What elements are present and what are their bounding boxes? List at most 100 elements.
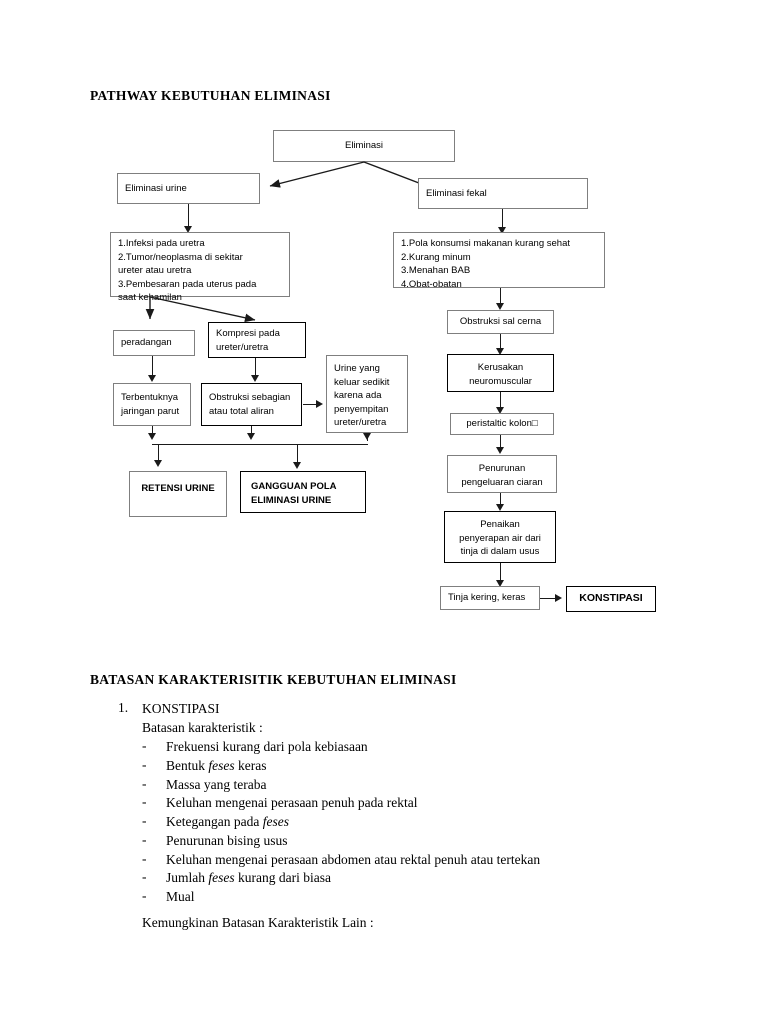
connector-tinja-to-konstipasi: [540, 598, 557, 599]
penyebab-fekal-line-2: 2.Kurang minum: [401, 251, 471, 263]
bullet-dash: -: [142, 813, 147, 828]
arrow-down-icon: [496, 447, 504, 454]
terbentuknya-line-1: Terbentuknya: [121, 392, 179, 403]
node-peradangan-label: peradangan: [121, 337, 172, 349]
bullet-item: Mual: [166, 889, 195, 904]
bullet-item: Penurunan bising usus: [166, 833, 288, 848]
arrow-down-icon: [363, 433, 371, 440]
connector-kerusakan-to-peristaltic: [500, 392, 501, 409]
kerusakan-neuro-line-2: neuromuscular: [469, 375, 532, 387]
bullet-item: Massa yang teraba: [166, 777, 267, 792]
connector-urine-to-causes: [188, 204, 189, 228]
connector-parut-down: [152, 426, 153, 438]
node-retensi-urine: RETENSI URINE: [129, 471, 227, 517]
connector-penurunan-to-penaikan: [500, 493, 501, 506]
penurunan-pengeluaran-line-1: Penurunan: [478, 463, 526, 474]
arrow-down-icon: [184, 226, 192, 233]
node-peristaltic-kolon: peristaltic kolon□: [450, 413, 554, 435]
arrow-down-icon: [496, 303, 504, 310]
gangguan-pola-line-2: ELIMINASI URINE: [251, 494, 332, 506]
terbentuknya-line-2: jaringan parut: [121, 405, 180, 417]
obstruksi-sal-cerna-label: Obstruksi sal cerna: [459, 316, 542, 328]
arrow-down-icon: [148, 375, 156, 382]
connector-peradangan-to-parut: [152, 356, 153, 378]
node-kerusakan-neuromuscular: Kerusakan neuromuscular: [447, 354, 554, 392]
arrow-right-icon: [316, 400, 323, 408]
connector-penyebab-fekal-down: [500, 288, 501, 306]
arrow-down-icon: [496, 348, 504, 355]
node-gangguan-pola-eliminasi: GANGGUAN POLA ELIMINASI URINE: [240, 471, 366, 513]
node-penyebab-urine: 1.Infeksi pada uretra 2.Tumor/neoplasma …: [110, 232, 290, 303]
node-penurunan-pengeluaran-ciaran: Penurunan pengeluaran ciaran: [447, 455, 557, 493]
retensi-urine-label: RETENSI URINE: [141, 483, 215, 494]
list-number: 1.: [118, 700, 129, 715]
konstipasi-label: KONSTIPASI: [579, 592, 643, 605]
penyebab-fekal-line-4: 4.Obat-obatan: [401, 278, 462, 290]
node-obstruksi-sebagian: Obstruksi sebagian atau total aliran: [201, 383, 302, 426]
node-eliminasi-fekal: Eliminasi fekal: [418, 178, 588, 209]
bullet-dash: -: [142, 888, 147, 903]
bullet-item: Jumlah feses kurang dari biasa: [166, 870, 331, 885]
penaikan-penyerapan-line-1: Penaikan: [480, 519, 520, 530]
node-peradangan: peradangan: [113, 330, 195, 356]
connector-causes-split: [145, 296, 256, 323]
arrow-down-icon: [247, 433, 255, 440]
list-sub-label: Batasan karakteristik :: [142, 720, 263, 735]
bullet-dash: -: [142, 832, 147, 847]
arrow-down-icon: [148, 433, 156, 440]
penaikan-penyerapan-line-2: penyerapan air dari: [459, 532, 541, 544]
connector-bus-to-retensi: [158, 444, 159, 464]
connector-obstruksi-to-urine-sedikit: [303, 404, 318, 405]
bullet-dash: -: [142, 851, 147, 866]
bullet-dash: -: [142, 776, 147, 791]
bullet-item: Ketegangan pada feses: [166, 814, 289, 829]
connector-kompresi-to-obstruksi: [255, 358, 256, 378]
urine-sedikit-line-4: penyempitan: [334, 403, 389, 415]
tinja-kering-label: Tinja kering, keras: [448, 592, 526, 604]
connector-obstruksi-to-kerusakan: [500, 334, 501, 350]
penaikan-penyerapan-line-3: tinja di dalam usus: [460, 546, 540, 557]
bullet-item: Keluhan mengenai perasaan penuh pada rek…: [166, 795, 418, 810]
urine-sedikit-line-3: karena ada: [334, 390, 382, 401]
arrow-down-icon: [498, 227, 506, 234]
urine-sedikit-line-5: ureter/uretra: [334, 417, 387, 428]
arrow-down-icon: [496, 407, 504, 414]
node-terbentuknya-jaringan-parut: Terbentuknya jaringan parut: [113, 383, 191, 426]
peristaltic-kolon-label: peristaltic kolon□: [466, 418, 538, 430]
bullet-dash: -: [142, 794, 147, 809]
bullet-dash: -: [142, 869, 147, 884]
arrow-down-icon: [154, 460, 162, 467]
connector-obstruksi-down: [251, 426, 252, 438]
kompresi-line-2: ureter/uretra: [216, 341, 269, 353]
arrow-down-icon: [251, 375, 259, 382]
penyebab-urine-line-3: ureter atau uretra: [118, 265, 192, 276]
arrow-down-icon: [496, 504, 504, 511]
gangguan-pola-line-1: GANGGUAN POLA: [251, 481, 337, 492]
kerusakan-neuro-line-1: Kerusakan: [477, 362, 524, 373]
penyebab-fekal-line-3: 3.Menahan BAB: [401, 265, 471, 276]
obstruksi-sebagian-line-2: atau total aliran: [209, 405, 274, 417]
closing-line: Kemungkinan Batasan Karakteristik Lain :: [142, 915, 374, 930]
penyebab-urine-line-1: 1.Infeksi pada uretra: [118, 238, 205, 249]
arrow-down-icon: [496, 580, 504, 587]
node-penaikan-penyerapan: Penaikan penyerapan air dari tinja di da…: [444, 511, 556, 563]
penyebab-urine-line-2: 2.Tumor/neoplasma di sekitar: [118, 251, 243, 263]
urine-sedikit-line-1: Urine yang: [334, 363, 380, 374]
node-obstruksi-sal-cerna: Obstruksi sal cerna: [447, 310, 554, 334]
node-eliminasi: Eliminasi: [273, 130, 455, 162]
node-eliminasi-fekal-label: Eliminasi fekal: [426, 187, 487, 199]
node-eliminasi-urine-label: Eliminasi urine: [125, 182, 187, 194]
node-penyebab-fekal: 1.Pola konsumsi makanan kurang sehat 2.K…: [393, 232, 605, 290]
bullet-dash: -: [142, 738, 147, 753]
bullet-dash: -: [142, 757, 147, 772]
bullet-item: Frekuensi kurang dari pola kebiasaan: [166, 739, 368, 754]
penyebab-fekal-line-1: 1.Pola konsumsi makanan kurang sehat: [401, 238, 570, 249]
urine-sedikit-line-2: keluar sedikit: [334, 376, 390, 388]
node-urine-sedikit: Urine yang keluar sedikit karena ada pen…: [326, 355, 408, 433]
kompresi-line-1: Kompresi pada: [216, 328, 280, 339]
connector-bus-to-gangguan: [297, 444, 298, 466]
node-konstipasi: KONSTIPASI: [566, 586, 656, 612]
list-item-konstipasi: KONSTIPASI: [142, 701, 220, 716]
node-eliminasi-urine: Eliminasi urine: [117, 173, 260, 204]
